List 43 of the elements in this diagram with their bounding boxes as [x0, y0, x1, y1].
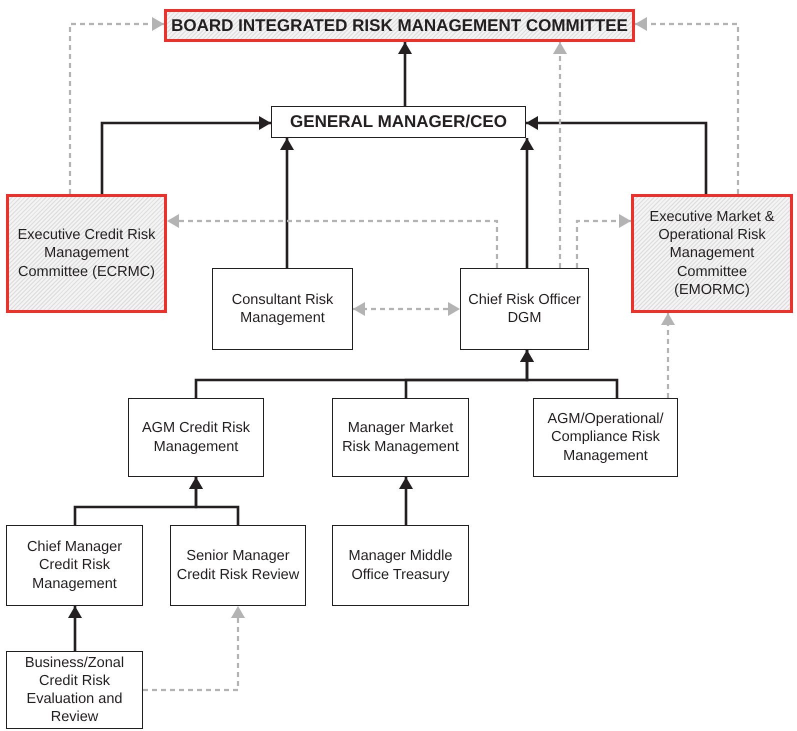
box-label: Business/Zonal Credit Risk Evaluation and Review	[24, 654, 126, 726]
arrow	[68, 17, 164, 194]
arrow	[280, 138, 294, 268]
role-box	[6, 651, 143, 729]
box-label: Executive Credit Risk Management Committee (ECRMC)	[16, 226, 156, 281]
arrow	[353, 302, 460, 316]
box-label: AGM/Operational/ Compliance Risk Management	[546, 410, 665, 465]
arrow	[576, 214, 631, 268]
role-box	[460, 268, 589, 350]
role-box	[332, 525, 469, 606]
arrow	[661, 313, 675, 398]
box-label: GENERAL MANAGER/CEO	[290, 111, 507, 133]
arrow	[635, 17, 740, 194]
box-label: BOARD INTEGRATED RISK MANAGEMENT COMMITTEE	[171, 14, 628, 36]
arrow	[526, 116, 708, 194]
role-box	[6, 525, 143, 606]
arrow	[100, 116, 271, 194]
box-label: Executive Market & Operational Risk Management Committee (EMORMC)	[648, 208, 776, 299]
box-label: Chief Manager Credit Risk Management	[26, 538, 124, 593]
box-label: Consultant Risk Management	[230, 290, 334, 328]
arrow	[520, 138, 534, 268]
arrow	[143, 606, 245, 692]
committee-box	[631, 194, 793, 313]
committee-box	[6, 194, 167, 313]
box-label: Senior Manager Credit Risk Review	[176, 547, 300, 584]
role-box	[128, 398, 264, 477]
arrow	[398, 42, 412, 106]
role-box	[212, 268, 353, 350]
role-box	[533, 398, 678, 477]
arrow	[520, 350, 618, 398]
role-box	[271, 106, 526, 138]
committee-box	[164, 9, 635, 42]
arrow	[68, 606, 82, 651]
arrow	[167, 214, 498, 268]
role-box	[332, 398, 469, 477]
role-box	[170, 525, 306, 606]
arrow	[189, 477, 240, 525]
box-label: Manager Middle Office Treasury	[348, 547, 454, 584]
arrow	[553, 42, 567, 268]
box-label: AGM Credit Risk Management	[141, 419, 251, 456]
box-label: Manager Market Risk Management	[341, 419, 460, 456]
arrow	[399, 477, 413, 525]
box-label: Chief Risk Officer DGM	[467, 290, 582, 328]
